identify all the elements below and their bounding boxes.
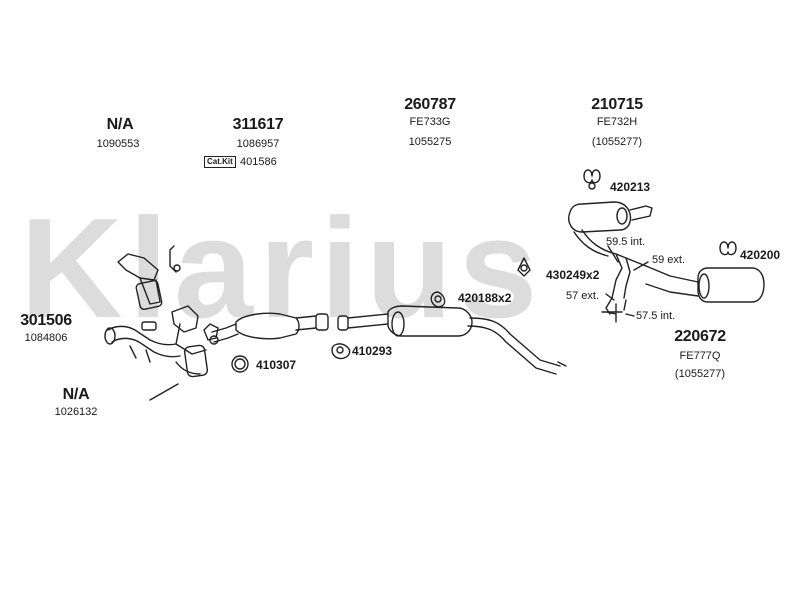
part-number-210715: 210715 — [591, 96, 643, 113]
fitting-label: 410293 — [352, 344, 393, 358]
part-number-na-bottom: N/A — [62, 386, 90, 403]
fitting-label: 410307 — [256, 358, 297, 372]
clamp-410307 — [231, 355, 249, 373]
leader-line-59 — [633, 261, 649, 271]
fitting-label: 420200 — [740, 248, 781, 262]
ref-code: FE777Q — [679, 350, 721, 362]
ref-number: 1090553 — [96, 138, 140, 150]
manifold-catalyst-upper — [117, 245, 181, 310]
ref-number: (1055277) — [674, 368, 726, 380]
ref-number: 1086957 — [236, 138, 280, 150]
part-number-311617: 311617 — [232, 116, 284, 133]
ref-code: FE733G — [409, 116, 451, 128]
gasket-410293 — [331, 343, 351, 360]
catalytic-converter — [211, 312, 329, 343]
rear-silencer-assembly — [568, 201, 765, 323]
measurement-label: 59.5 int. — [606, 236, 646, 248]
leader-line-57 — [605, 293, 615, 301]
rubber-hanger-420213 — [583, 169, 601, 190]
cat-kit-badge: Cat.Kit — [204, 156, 236, 168]
part-number-220672: 220672 — [674, 328, 726, 345]
measurement-label: 57.5 int. — [636, 310, 676, 322]
measurement-label: 57 ext. — [566, 290, 600, 302]
fitting-label: 430249x2 — [546, 268, 600, 282]
ref-code: FE732H — [596, 116, 638, 128]
watermark: Klarius — [20, 189, 544, 348]
ref-number: 1084806 — [24, 332, 68, 344]
rubber-ring-420188 — [430, 291, 446, 308]
centre-pipe-and-silencer — [337, 305, 567, 375]
ref-number: 1055275 — [408, 136, 452, 148]
part-number-na-top: N/A — [106, 116, 134, 133]
measurement-label: 59 ext. — [652, 254, 686, 266]
cat-kit-part: 401586 — [240, 156, 277, 168]
fitting-label: 420213 — [610, 180, 651, 194]
fitting-label: 420188x2 — [458, 291, 512, 305]
leader-line-595 — [607, 245, 619, 263]
downpipe-assembly — [104, 305, 219, 378]
leader-line-575 — [625, 313, 635, 317]
part-number-260787: 260787 — [404, 96, 456, 113]
hanger-430249 — [517, 257, 531, 277]
ref-number: (1055277) — [591, 136, 643, 148]
ref-number: 1026132 — [54, 406, 98, 418]
part-number-301506: 301506 — [20, 312, 72, 329]
rubber-hanger-420200 — [719, 241, 737, 256]
leader-line-na — [149, 383, 179, 401]
